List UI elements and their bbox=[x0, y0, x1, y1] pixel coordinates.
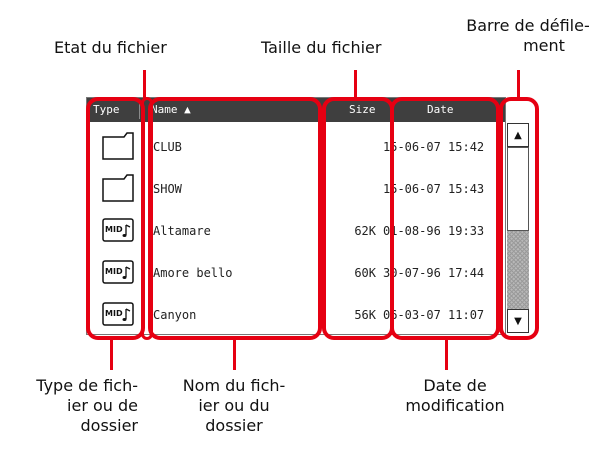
file-name: CLUB bbox=[153, 140, 182, 154]
leader-line-type bbox=[110, 340, 113, 370]
file-date: 01-08-96 19:33 bbox=[383, 224, 485, 238]
midi-label: MID bbox=[105, 267, 123, 276]
file-name: Amore bello bbox=[153, 266, 233, 280]
midi-file-icon: MID bbox=[102, 260, 134, 284]
highlight-date-column bbox=[390, 97, 500, 340]
scroll-down-button[interactable]: ▼ bbox=[507, 309, 529, 333]
callout-type-line2: ier ou de bbox=[67, 396, 138, 415]
file-size: 62K bbox=[354, 224, 376, 238]
file-date: 06-03-07 11:07 bbox=[383, 308, 485, 322]
file-row[interactable]: SHOW 15-06-07 15:43 bbox=[87, 168, 505, 210]
callout-file-state: Etat du fichier bbox=[54, 38, 167, 57]
file-row[interactable]: MID Altamare 62K 01-08-96 19:33 bbox=[87, 210, 505, 252]
file-size: 60K bbox=[354, 266, 376, 280]
folder-icon bbox=[102, 174, 134, 202]
leader-line-name bbox=[233, 340, 236, 370]
scroll-up-button[interactable]: ▲ bbox=[507, 123, 529, 147]
file-name: SHOW bbox=[153, 182, 182, 196]
callout-date: Date de modification bbox=[390, 376, 520, 416]
header-name[interactable]: Name ▲ bbox=[151, 103, 191, 116]
leader-line-size bbox=[354, 70, 357, 99]
file-date: 30-07-96 17:44 bbox=[383, 266, 485, 280]
file-name: Canyon bbox=[153, 308, 197, 322]
header-separator bbox=[139, 101, 140, 119]
callout-file-size: Taille du fichier bbox=[261, 38, 382, 57]
callout-name-line3: dossier bbox=[205, 416, 263, 435]
file-date: 15-06-07 15:43 bbox=[383, 182, 485, 196]
file-date: 15-06-07 15:42 bbox=[383, 140, 485, 154]
leader-line-scrollbar bbox=[517, 70, 520, 99]
leader-line-state bbox=[143, 70, 146, 99]
scroll-thumb[interactable] bbox=[507, 147, 529, 231]
file-name: Altamare bbox=[153, 224, 211, 238]
scrollbar[interactable]: ▲ ▼ bbox=[507, 123, 529, 333]
header-size[interactable]: Size bbox=[349, 103, 376, 116]
callout-scrollbar: Barre de défile- ment bbox=[452, 16, 604, 56]
leader-line-date bbox=[445, 340, 448, 370]
callout-scrollbar-line1: Barre de défile- bbox=[466, 16, 590, 35]
callout-type-line3: dossier bbox=[80, 416, 138, 435]
midi-label: MID bbox=[105, 225, 123, 234]
callout-file-type: Type de fich- ier ou de dossier bbox=[0, 376, 138, 436]
highlight-scrollbar bbox=[499, 97, 539, 340]
folder-icon bbox=[102, 132, 134, 160]
callout-date-line2: modification bbox=[405, 396, 505, 415]
file-row[interactable]: MID Canyon 56K 06-03-07 11:07 bbox=[87, 294, 505, 336]
header-date[interactable]: Date bbox=[427, 103, 454, 116]
file-list-panel: Type Name ▲ Size Date CLUB 15-06-07 15:4… bbox=[86, 97, 529, 336]
callout-type-line1: Type de fich- bbox=[36, 376, 138, 395]
callout-name-line2: ier ou du bbox=[198, 396, 270, 415]
highlight-name-column bbox=[148, 97, 322, 340]
midi-file-icon: MID bbox=[102, 302, 134, 326]
file-size: 56K bbox=[354, 308, 376, 322]
scroll-track[interactable] bbox=[507, 147, 529, 309]
callout-file-name: Nom du fich- ier ou du dossier bbox=[164, 376, 304, 436]
callout-scrollbar-line2: ment bbox=[523, 36, 565, 55]
callout-date-line1: Date de bbox=[423, 376, 487, 395]
header-type[interactable]: Type bbox=[93, 103, 120, 116]
callout-name-line1: Nom du fich- bbox=[182, 376, 286, 395]
file-row[interactable]: MID Amore bello 60K 30-07-96 17:44 bbox=[87, 252, 505, 294]
highlight-size-column bbox=[322, 97, 394, 340]
file-row[interactable]: CLUB 15-06-07 15:42 bbox=[87, 126, 505, 168]
highlight-type-column bbox=[86, 97, 145, 340]
midi-file-icon: MID bbox=[102, 218, 134, 242]
midi-label: MID bbox=[105, 309, 123, 318]
